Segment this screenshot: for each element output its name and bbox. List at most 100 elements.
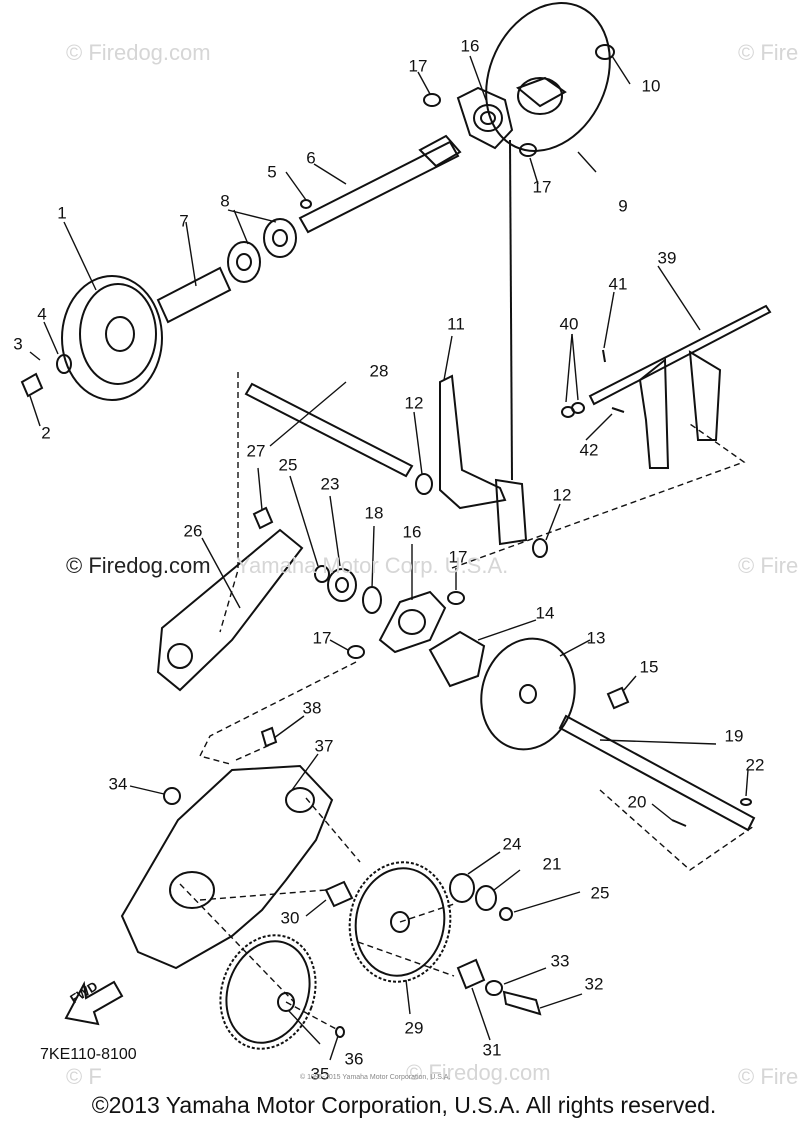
watermark-mid-right: © Fire bbox=[738, 553, 799, 578]
support-rod bbox=[509, 139, 513, 481]
bearing-24 bbox=[449, 873, 475, 903]
callout-9: 9 bbox=[618, 196, 628, 216]
callout-14: 14 bbox=[535, 603, 555, 623]
callout-21: 21 bbox=[542, 854, 562, 874]
callout-38: 38 bbox=[302, 698, 322, 718]
ring-25-bottom bbox=[499, 907, 513, 921]
bracket-plate-26 bbox=[156, 528, 304, 692]
callout-24: 24 bbox=[502, 834, 522, 854]
callout-17-top-left: 17 bbox=[408, 56, 428, 76]
circlip-18 bbox=[362, 586, 382, 614]
callout-11: 11 bbox=[447, 314, 465, 334]
callout-31: 31 bbox=[482, 1040, 502, 1060]
key-5 bbox=[300, 199, 312, 209]
spacer-31 bbox=[456, 958, 486, 990]
callout-40: 40 bbox=[559, 314, 579, 334]
bracket-11 bbox=[439, 374, 507, 510]
callout-42: 42 bbox=[579, 440, 599, 460]
callout-35: 35 bbox=[310, 1064, 330, 1084]
callout-10: 10 bbox=[641, 76, 661, 96]
callout-22: 22 bbox=[745, 755, 765, 775]
callout-23: 23 bbox=[320, 474, 340, 494]
callout-20: 20 bbox=[627, 792, 647, 812]
key-36 bbox=[335, 1026, 345, 1038]
catalog-number: 7KE110-8100 bbox=[40, 1046, 137, 1063]
callout-18: 18 bbox=[364, 503, 384, 523]
bearing-housing-16-top bbox=[456, 86, 514, 150]
sprocket-35 bbox=[219, 934, 317, 1050]
washer-10 bbox=[595, 44, 615, 60]
callout-6: 6 bbox=[306, 148, 316, 168]
bolt-2 bbox=[20, 372, 44, 398]
callout-39: 39 bbox=[657, 248, 677, 268]
callout-29: 29 bbox=[404, 1018, 424, 1038]
nut-34 bbox=[163, 787, 181, 805]
pulley-1 bbox=[61, 275, 163, 401]
callout-5: 5 bbox=[267, 162, 277, 182]
callout-32: 32 bbox=[584, 974, 604, 994]
callout-36: 36 bbox=[344, 1049, 364, 1069]
watermark-mid-left: © Firedog.com bbox=[66, 553, 211, 578]
callout-25-bottom: 25 bbox=[590, 883, 610, 903]
brake-disc-13 bbox=[480, 637, 576, 751]
bushing-12-right bbox=[532, 538, 548, 558]
bracket-plate bbox=[494, 478, 528, 546]
pin-41 bbox=[602, 349, 606, 363]
callout-16-top: 16 bbox=[460, 36, 480, 56]
bearing-23 bbox=[327, 568, 357, 602]
hub-14 bbox=[428, 630, 486, 688]
sprocket-21 bbox=[475, 885, 497, 911]
callout-27: 27 bbox=[246, 441, 266, 461]
washer-17-lower bbox=[347, 645, 365, 659]
bearing-housing-16-mid bbox=[378, 590, 447, 654]
callout-28: 28 bbox=[369, 361, 389, 381]
bolt-38 bbox=[260, 726, 278, 748]
pin-20 bbox=[671, 819, 687, 827]
bolt-32 bbox=[502, 990, 542, 1016]
callout-16-mid: 16 bbox=[402, 522, 422, 542]
callout-1: 1 bbox=[57, 203, 67, 223]
shaft-6 bbox=[298, 134, 462, 234]
watermark-bottom-center: © Firedog.com bbox=[406, 1060, 551, 1085]
copyright-footer: ©2013 Yamaha Motor Corporation, U.S.A. A… bbox=[91, 1092, 717, 1118]
assembly-lines bbox=[179, 372, 755, 1031]
sleeve-7 bbox=[156, 266, 232, 324]
callout-33: 33 bbox=[550, 951, 570, 971]
clip-42 bbox=[611, 407, 625, 413]
bolt-15 bbox=[606, 686, 630, 710]
washer-17-mid bbox=[447, 591, 465, 605]
callout-25-top: 25 bbox=[278, 455, 298, 475]
bracket-plate-26-hole bbox=[167, 643, 193, 669]
callout-12-right: 12 bbox=[552, 485, 572, 505]
callout-30: 30 bbox=[280, 908, 300, 928]
callout-7: 7 bbox=[179, 211, 189, 231]
shift-arm-39 bbox=[588, 304, 772, 469]
callout-12-left: 12 bbox=[404, 393, 424, 413]
bearings-8 bbox=[227, 218, 297, 283]
callout-13: 13 bbox=[586, 628, 606, 648]
callout-17-mid: 17 bbox=[448, 547, 468, 567]
bushing-12-left bbox=[415, 473, 433, 495]
faint-copyright: © 1995-2015 Yamaha Motor Corporation, U.… bbox=[300, 1074, 451, 1081]
washer-33 bbox=[485, 980, 503, 996]
callout-34: 34 bbox=[108, 774, 128, 794]
ring-25-top bbox=[314, 565, 330, 583]
washer-40-b bbox=[571, 402, 585, 414]
washer-17-top-left bbox=[423, 93, 441, 107]
callout-3: 3 bbox=[13, 334, 23, 354]
leader-lines bbox=[29, 55, 749, 1061]
callout-17-top-right: 17 bbox=[532, 177, 552, 197]
chaincase-37 bbox=[120, 764, 334, 970]
sprocket-29 bbox=[348, 861, 452, 983]
watermark-mid-center: Yamaha Motor Corp. U.S.A. bbox=[236, 553, 509, 578]
callout-17-lower: 17 bbox=[312, 628, 332, 648]
watermark-bottom-left: © F bbox=[66, 1064, 102, 1089]
sheave-9 bbox=[485, 2, 611, 152]
watermark-top-right: © Fire bbox=[738, 40, 799, 65]
washer-4 bbox=[56, 354, 72, 374]
callout-4: 4 bbox=[37, 304, 47, 324]
rod-28 bbox=[244, 382, 414, 478]
watermark-top-left: © Firedog.com bbox=[66, 40, 211, 65]
key-22 bbox=[740, 798, 752, 806]
fwd-arrow-icon bbox=[64, 980, 124, 1026]
